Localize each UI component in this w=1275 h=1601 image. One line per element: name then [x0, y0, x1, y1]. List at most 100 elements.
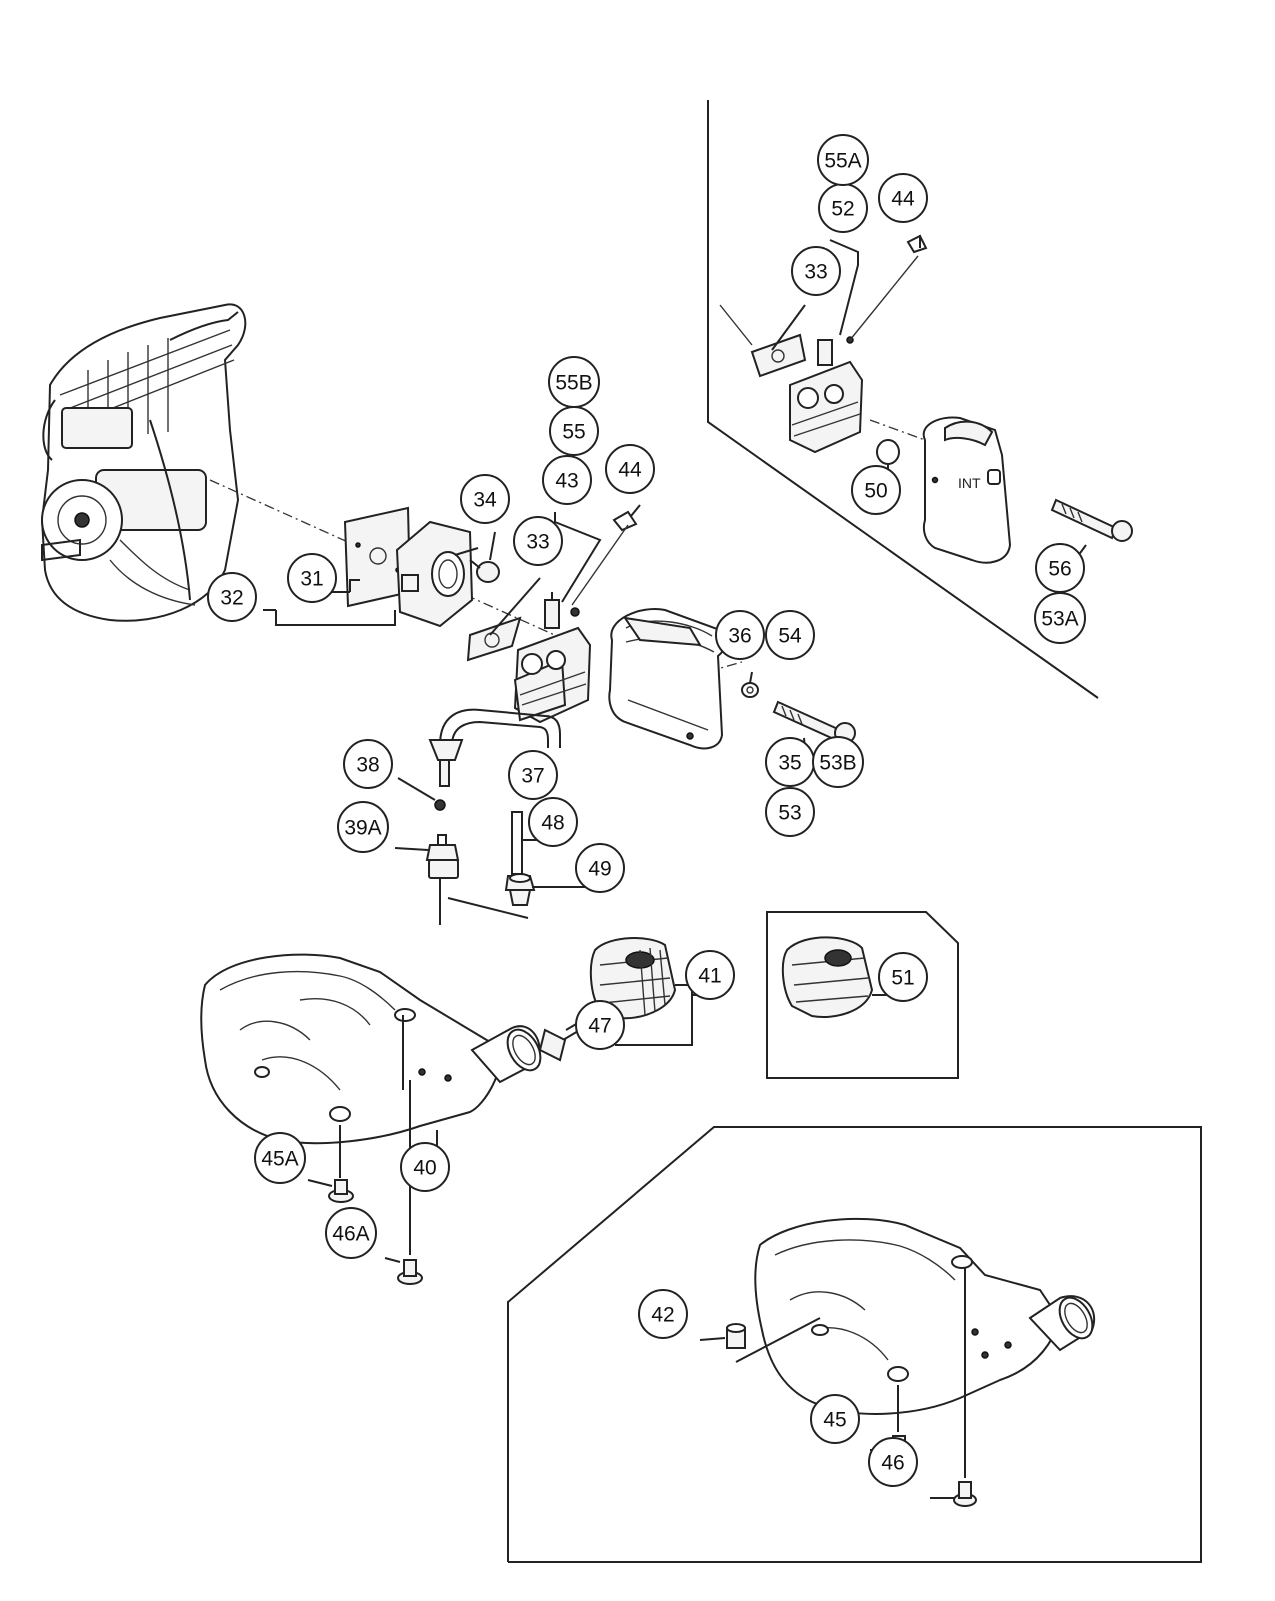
callout-label: 35	[778, 752, 801, 775]
callout-circle	[810, 1394, 860, 1444]
callout-label: 55A	[824, 150, 861, 173]
callout-circle	[868, 1437, 918, 1487]
callout-43: 43	[542, 455, 592, 505]
callout-53b: 53B	[812, 736, 864, 788]
carburetor-main	[466, 510, 638, 724]
callout-label: 44	[618, 459, 642, 482]
callout-53a: 53A	[1034, 592, 1086, 644]
callout-circle	[878, 173, 928, 223]
callouts: 31 32 33 34 35 36 37 38 39A 40 41 42 43 44 45 45A 46 46A 4…	[207, 134, 1086, 1487]
callout-39a: 39A	[337, 801, 389, 853]
callout-label: 46	[881, 1452, 904, 1475]
engine-block	[40, 303, 247, 622]
callout-label: 48	[541, 812, 564, 835]
callout-42: 42	[638, 1289, 688, 1339]
callout-circle	[343, 739, 393, 789]
callout-41: 41	[685, 950, 735, 1000]
callout-circle	[765, 610, 815, 660]
callout-label: 33	[526, 531, 549, 554]
callout-label: 55	[562, 421, 585, 444]
callout-label: 56	[1048, 558, 1071, 581]
callout-circle	[400, 1142, 450, 1192]
cover-lettering: INT	[958, 475, 981, 491]
callout-55b: 55B	[548, 356, 600, 408]
callout-label: 52	[831, 198, 854, 221]
callout-label: 53A	[1041, 608, 1078, 631]
fuel-tank-40	[200, 953, 542, 1145]
callout-44: 44	[605, 444, 655, 494]
callout-circle	[460, 474, 510, 524]
callout-circle	[715, 610, 765, 660]
callout-33: 33	[513, 516, 563, 566]
callout-circle	[513, 516, 563, 566]
callout-40: 40	[400, 1142, 450, 1192]
callout-circle	[878, 952, 928, 1002]
callout-label: 33	[804, 261, 827, 284]
callout-circle	[508, 750, 558, 800]
callout-circle	[812, 736, 864, 788]
callout-label: 50	[864, 480, 887, 503]
insulator-block	[395, 520, 474, 628]
callout-circle	[254, 1132, 306, 1184]
callout-label: 54	[778, 625, 802, 648]
callout-label: 44	[891, 188, 915, 211]
callout-circle	[1035, 543, 1085, 593]
callout-label: 37	[521, 765, 544, 788]
callout-label: 49	[588, 858, 611, 881]
callout-45a: 45A	[254, 1132, 306, 1184]
callout-47: 47	[575, 1000, 625, 1050]
callout-51: 51	[878, 952, 928, 1002]
callout-53: 53	[765, 787, 815, 837]
callout-label: 42	[651, 1304, 674, 1327]
callout-34: 34	[460, 474, 510, 524]
inset-frame-air-filter-alt	[766, 911, 959, 1079]
callout-circle	[851, 465, 901, 515]
air-filter-element-51	[781, 936, 874, 1018]
fuel-tank-alt	[754, 1217, 1096, 1415]
callout-circle	[207, 572, 257, 622]
callout-circle	[765, 787, 815, 837]
o-ring-50	[876, 439, 900, 465]
fuel-pipe-37	[428, 708, 561, 787]
callout-circle	[548, 356, 600, 408]
callout-circle	[337, 801, 389, 853]
inset-frame-carburetor-alt	[707, 100, 1099, 699]
callout-label: 34	[473, 489, 497, 512]
callout-33: 33	[791, 246, 841, 296]
callout-label: 39A	[344, 817, 381, 840]
callout-label: 38	[356, 754, 379, 777]
callout-label: 32	[220, 587, 243, 610]
callout-31: 31	[287, 553, 337, 603]
air-cleaner-cover-main	[608, 608, 727, 750]
callout-label: 53	[778, 802, 801, 825]
callout-circle	[638, 1289, 688, 1339]
grommet-49	[504, 873, 536, 906]
bolt-56	[1050, 498, 1133, 542]
callout-label: 55B	[555, 372, 592, 395]
callout-44: 44	[878, 173, 928, 223]
callout-label: 36	[728, 625, 751, 648]
screw-34	[454, 547, 500, 583]
screw-46	[953, 1268, 977, 1507]
return-tube-48	[511, 811, 523, 875]
callout-45: 45	[810, 1394, 860, 1444]
callout-56: 56	[1035, 543, 1085, 593]
callout-35: 35	[765, 737, 815, 787]
callout-label: 45A	[261, 1148, 298, 1171]
callout-circle	[287, 553, 337, 603]
callout-37: 37	[508, 750, 558, 800]
callout-label: 31	[300, 568, 323, 591]
screw-46a	[397, 1015, 423, 1285]
callout-36: 36	[715, 610, 765, 660]
callout-circle	[817, 134, 869, 186]
callout-circle	[528, 797, 578, 847]
washer-36	[741, 682, 759, 698]
callout-label: 51	[891, 967, 914, 990]
callout-circle	[685, 950, 735, 1000]
fuel-filter-39a	[425, 799, 460, 900]
callout-49: 49	[575, 843, 625, 893]
callout-label: 46A	[332, 1223, 369, 1246]
carburetor-alt	[719, 234, 928, 454]
callout-label: 45	[823, 1409, 846, 1432]
